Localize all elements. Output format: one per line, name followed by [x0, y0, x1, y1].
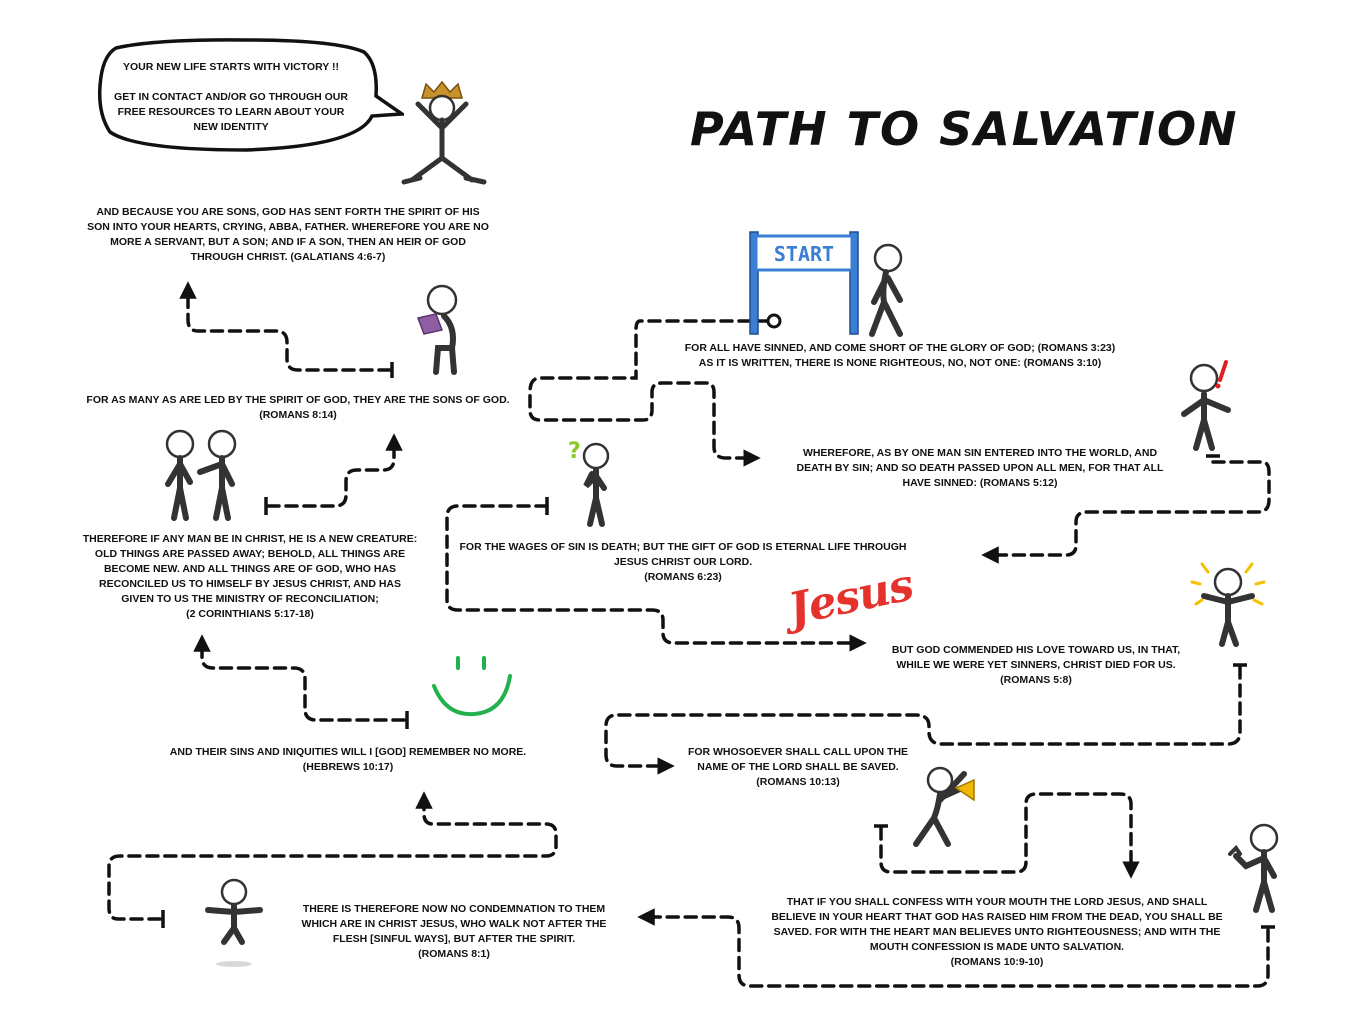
- verse-romans-8-1-text: THERE IS THEREFORE NOW NO CONDEMNATION T…: [301, 903, 607, 945]
- bubble-line-victory: YOUR NEW LIFE STARTS WITH VICTORY !!: [122, 61, 340, 73]
- thinking-figure: ?: [568, 439, 610, 527]
- verse-galatians: AND BECAUSE YOU ARE SONS, GOD HAS SENT F…: [84, 205, 492, 265]
- path-segment-8-1: [107, 791, 558, 921]
- path-segment-hebrews: [193, 634, 406, 722]
- verse-corinthians-text: THEREFORE IF ANY MAN BE IN CHRIST, HE IS…: [82, 533, 418, 605]
- start-banner: START: [749, 231, 859, 335]
- path-segment-10-9: [637, 908, 1270, 988]
- verse-hebrews-ref: (HEBREWS 10:17): [302, 761, 394, 773]
- crowned-victory-figure: [401, 80, 487, 185]
- verse-hebrews-text: AND THEIR SINS AND INIQUITIES WILL I [GO…: [169, 746, 527, 758]
- verse-romans-3-23: FOR ALL HAVE SINNED, AND COME SHORT OF T…: [684, 342, 1116, 354]
- verse-romans-5-8-ref: (ROMANS 5:8): [1000, 674, 1072, 686]
- verse-romans-6-23-ref: (ROMANS 6:23): [644, 571, 722, 583]
- crown-icon: [421, 80, 463, 99]
- megaphone-icon: [954, 778, 975, 802]
- start-label: START: [774, 242, 834, 266]
- megaphone-figure: [913, 766, 975, 847]
- verse-galatians-text: AND BECAUSE YOU ARE SONS, GOD HAS SENT F…: [87, 206, 489, 263]
- verse-romans-5-8: BUT GOD COMMENDED HIS LOVE TOWARD US, IN…: [880, 643, 1192, 688]
- smiley-face: [432, 656, 512, 717]
- verse-romans-10-9: THAT IF YOU SHALL CONFESS WITH YOUR MOUT…: [764, 895, 1230, 970]
- verse-hebrews: AND THEIR SINS AND INIQUITIES WILL I [GO…: [156, 745, 540, 775]
- walking-figure: [869, 243, 903, 337]
- path-segment-start: [528, 319, 770, 467]
- bubble-line-resources: GET IN CONTACT AND/OR GO THROUGH OUR FRE…: [114, 91, 348, 133]
- surprised-figure: [1181, 360, 1231, 451]
- exclamation-icon: [1218, 360, 1228, 382]
- floating-figure: [205, 878, 263, 967]
- path-segment-5-8: [604, 665, 1242, 775]
- verse-romans-10-13-text: FOR WHOSOEVER SHALL CALL UPON THE NAME O…: [687, 746, 909, 773]
- speech-bubble-text: YOUR NEW LIFE STARTS WITH VICTORY !! GET…: [112, 60, 350, 135]
- page-title: PATH TO SALVATION: [690, 102, 1239, 156]
- verse-romans-10-9-ref: (ROMANS 10:9-10): [950, 956, 1044, 968]
- path-segment-5-12: [981, 460, 1271, 564]
- two-people-figure: [165, 429, 237, 521]
- verse-romans-5-8-text: BUT GOD COMMENDED HIS LOVE TOWARD US, IN…: [891, 644, 1181, 671]
- verse-romans-6-23-text: FOR THE WAGES OF SIN IS DEATH; BUT THE G…: [459, 541, 907, 568]
- radiant-figure: [1190, 562, 1266, 647]
- verse-romans-3: FOR ALL HAVE SINNED, AND COME SHORT OF T…: [660, 341, 1140, 371]
- verse-romans-10-13-ref: (ROMANS 10:13): [756, 776, 840, 788]
- verse-romans-5-12: WHEREFORE, AS BY ONE MAN SIN ENTERED INT…: [790, 446, 1170, 491]
- light-rays-icon: [1190, 562, 1266, 606]
- book-icon: [416, 313, 444, 335]
- verse-romans-8-1-ref: (ROMANS 8:1): [418, 948, 490, 960]
- verse-romans-8-1: THERE IS THEREFORE NOW NO CONDEMNATION T…: [296, 902, 612, 962]
- verse-romans-8-14-ref: (ROMANS 8:14): [259, 409, 337, 421]
- path-segment-10-13: [879, 792, 1140, 879]
- thumbs-up-icon: [1228, 844, 1242, 856]
- path-segment-corinthians: [266, 433, 403, 508]
- verse-corinthians-ref: (2 CORINTHIANS 5:17-18): [186, 608, 314, 620]
- verse-romans-10-9-text: THAT IF YOU SHALL CONFESS WITH YOUR MOUT…: [771, 896, 1223, 953]
- verse-romans-8-14: FOR AS MANY AS ARE LED BY THE SPIRIT OF …: [80, 393, 516, 423]
- path-segment-6-23: [445, 504, 867, 652]
- verse-romans-8-14-text: FOR AS MANY AS ARE LED BY THE SPIRIT OF …: [86, 394, 510, 406]
- verse-romans-5-12-text: WHEREFORE, AS BY ONE MAN SIN ENTERED INT…: [796, 447, 1164, 489]
- reading-figure: [416, 284, 458, 375]
- path-segment-8-14: [179, 281, 392, 372]
- verse-corinthians: THEREFORE IF ANY MAN BE IN CHRIST, HE IS…: [82, 532, 418, 622]
- verse-romans-3-10: AS IT IS WRITTEN, THERE IS NONE RIGHTEOU…: [698, 357, 1102, 369]
- speech-bubble: [97, 38, 404, 152]
- question-mark-icon: ?: [568, 439, 581, 464]
- verse-romans-6-23: FOR THE WAGES OF SIN IS DEATH; BUT THE G…: [456, 540, 910, 585]
- thumbs-up-figure: [1228, 823, 1279, 913]
- verse-romans-10-13: FOR WHOSOEVER SHALL CALL UPON THE NAME O…: [680, 745, 916, 790]
